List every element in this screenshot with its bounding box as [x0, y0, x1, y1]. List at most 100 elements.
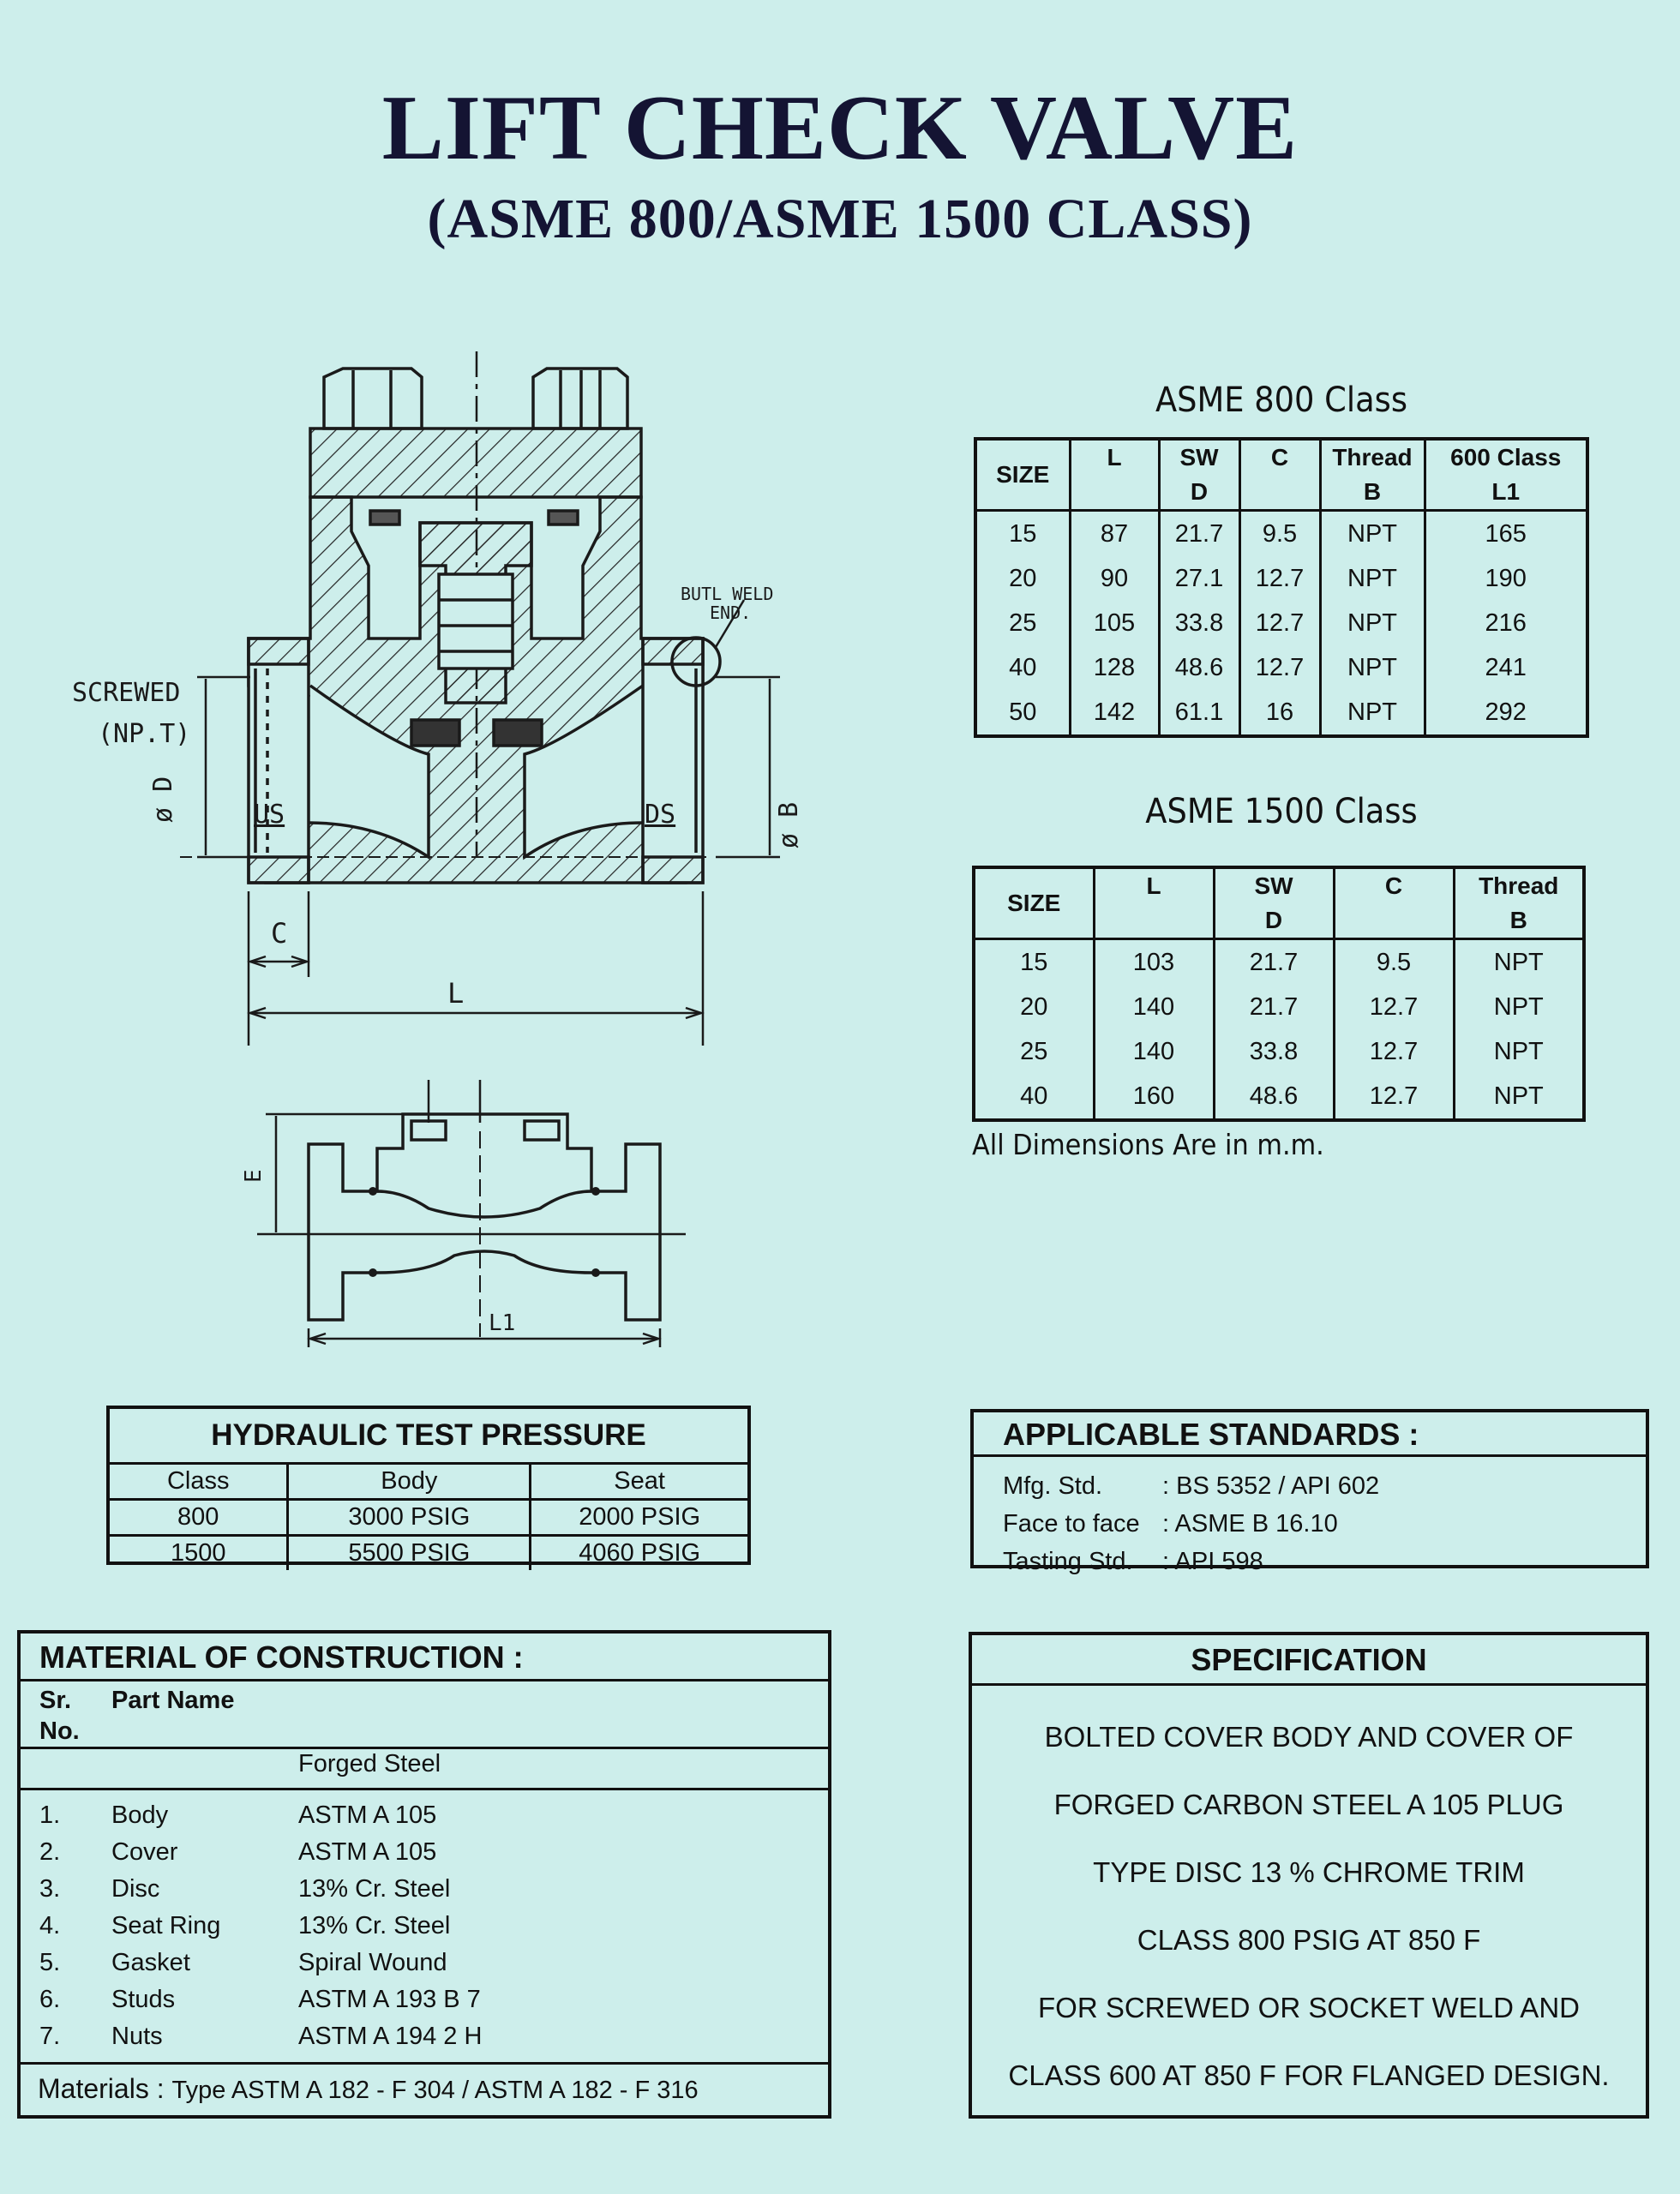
table-cell: 2000 PSIG [529, 1499, 747, 1537]
flanged-valve-drawing: E L1 [241, 1080, 686, 1347]
spec-line: FOR SCREWED OR SOCKET WELD AND [1038, 1992, 1580, 2023]
table-cell: 105 [1068, 601, 1161, 645]
column-header-line: SW [1179, 444, 1219, 471]
materials-footer-label: Materials : [38, 2073, 165, 2104]
table-cell: 15 [974, 510, 1071, 556]
specification-title: SPECIFICATION [972, 1635, 1646, 1686]
material-no: 3. [39, 1875, 61, 1903]
table-cell: 4060 PSIG [529, 1535, 747, 1570]
table-cell: 27.1 [1157, 556, 1241, 601]
applicable-standards-box: APPLICABLE STANDARDS : Mfg. Std.: BS 535… [970, 1409, 1649, 1575]
butt-weld-end-label: END. [710, 602, 751, 623]
material-part: Nuts [111, 2023, 163, 2050]
material-material: ASTM A 105 [298, 1838, 437, 1866]
material-material: 13% Cr. Steel [298, 1912, 451, 1939]
table-cell: 1500 [110, 1535, 290, 1570]
table-cell: Class [110, 1465, 290, 1501]
standard-key: Tasting Std. [1003, 1548, 1133, 1575]
table-cell: 292 [1423, 690, 1589, 736]
table-cell: 20 [972, 985, 1095, 1029]
material-no: 1. [39, 1801, 61, 1829]
column-header-line: SIZE [1007, 890, 1061, 916]
spec-line: BOLTED COVER BODY AND COVER OF [1044, 1721, 1574, 1753]
table-cell: 87 [1068, 510, 1161, 556]
table-cell: 48.6 [1212, 1074, 1335, 1120]
divider [21, 1747, 828, 1749]
table-cell: 12.7 [1332, 1074, 1455, 1120]
column-header-line: L [1146, 872, 1161, 899]
column-header-line: C [1384, 872, 1403, 899]
table-cell: 241 [1423, 645, 1589, 690]
table-cell: Seat [529, 1465, 747, 1501]
butt-weld-label: BUTL WELD [681, 584, 773, 604]
table-cell: 12.7 [1238, 556, 1322, 601]
asme800-caption: ASME 800 Class [1155, 381, 1407, 420]
material-part: Body [111, 1801, 169, 1829]
standard-row: Face to face: ASME B 16.10 [1003, 1510, 1338, 1538]
dia-d-label: ø D [148, 776, 178, 823]
table-cell: NPT [1318, 645, 1426, 690]
column-header-line: D [1190, 478, 1209, 505]
table-cell: 25 [972, 1029, 1095, 1074]
column-header-line: SW [1254, 872, 1293, 899]
asme1500-caption: ASME 1500 Class [1145, 792, 1418, 831]
divider [21, 1788, 828, 1790]
table-cell: 12.7 [1332, 985, 1455, 1029]
table-cell: 128 [1068, 645, 1161, 690]
table-cell: 20 [974, 556, 1071, 601]
column-header: C [1332, 866, 1455, 940]
table-cell: NPT [1318, 601, 1426, 645]
materials-footer-value: Type ASTM A 182 - F 304 / ASTM A 182 - F… [171, 2077, 699, 2104]
dimensions-note: All Dimensions Are in m.m. [972, 1128, 1324, 1161]
table-cell: 50 [974, 690, 1071, 736]
standard-value: : BS 5352 / API 602 [1162, 1472, 1380, 1500]
spec-line: FORGED CARBON STEEL A 105 PLUG [1053, 1789, 1564, 1820]
material-part: Disc [111, 1875, 160, 1903]
column-header: SIZE [974, 437, 1071, 512]
material-part: Gasket [111, 1949, 190, 1976]
table-cell: Body [286, 1465, 532, 1501]
table-cell: NPT [1318, 690, 1426, 736]
spec-line: TYPE DISC 13 % CHROME TRIM [1093, 1856, 1525, 1888]
table-cell: 142 [1068, 690, 1161, 736]
table-cell: NPT [1318, 510, 1426, 556]
material-material: Spiral Wound [298, 1949, 447, 1976]
spec-line: CLASS 800 PSIG AT 850 F [1137, 1924, 1481, 1956]
column-header: C [1238, 437, 1322, 512]
material-no: 2. [39, 1838, 61, 1866]
column-header-line: C [1270, 444, 1289, 471]
page-subtitle: (ASME 800/ASME 1500 CLASS) [427, 188, 1253, 250]
hydraulic-title: HYDRAULIC TEST PRESSURE [110, 1409, 747, 1465]
standard-row: Tasting Std. : API 598 [1003, 1548, 1263, 1576]
table-cell: 5500 PSIG [286, 1535, 532, 1570]
e-dim-label: E [241, 1169, 267, 1183]
dia-b-label: ø B [774, 802, 804, 848]
table-cell: 800 [110, 1499, 290, 1537]
table-cell: 9.5 [1332, 938, 1455, 985]
standard-value: : API 598 [1162, 1548, 1263, 1575]
column-header-line: L [1107, 444, 1122, 471]
table-cell: 103 [1092, 938, 1215, 985]
table-cell: NPT [1452, 1074, 1586, 1120]
specification-box: SPECIFICATION BOLTED COVER BODY AND COVE… [969, 1632, 1649, 2119]
column-header: SIZE [972, 866, 1095, 940]
column-header-line: 600 Class [1450, 444, 1562, 471]
